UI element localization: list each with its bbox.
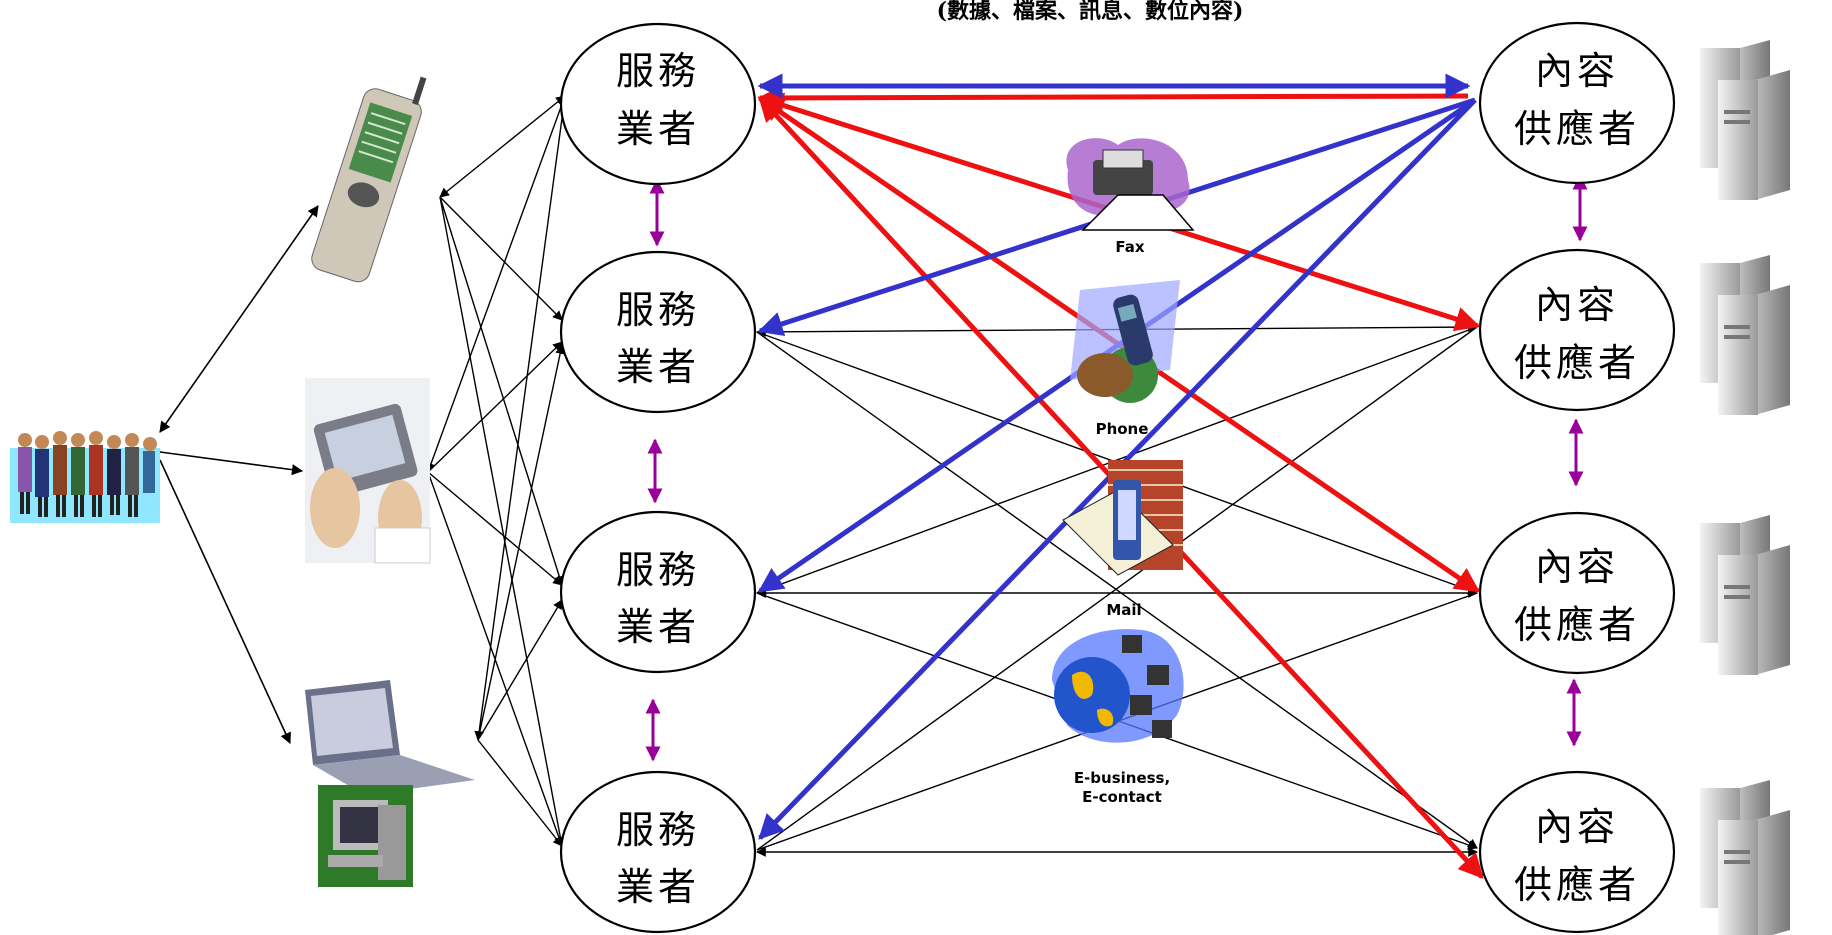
content-provider-label-1a: 內容: [1535, 49, 1619, 93]
desktop-computer-icon: [318, 785, 413, 887]
user-device-links: [159, 205, 319, 745]
content-provider-4: 內容 供應者: [1478, 770, 1676, 934]
pda-handheld-icon: [305, 378, 431, 564]
service-provider-label-2a: 服務: [616, 288, 700, 332]
mail-icon: [1062, 460, 1183, 576]
service-provider-label-4a: 服務: [616, 808, 700, 852]
phone-icon: [1070, 280, 1180, 403]
content-provider-3: 內容 供應者: [1478, 511, 1676, 675]
ebusiness-label: E-business,: [1074, 769, 1170, 787]
service-provider-label-4b: 業者: [616, 865, 700, 909]
service-provider-4: 服務 業者: [559, 770, 757, 934]
service-provider-label-2b: 業者: [616, 345, 700, 389]
content-provider-label-3b: 供應者: [1514, 603, 1640, 647]
server-icon: [1700, 40, 1790, 200]
service-provider-label-3a: 服務: [616, 548, 700, 592]
fax-label: Fax: [1115, 238, 1144, 256]
mail-label: Mail: [1106, 601, 1141, 619]
content-provider-label-4b: 供應者: [1514, 863, 1640, 907]
fax-icon: [1066, 138, 1195, 231]
diagram-title: (數據、檔案、訊息、數位內容): [937, 0, 1244, 24]
phone-label: Phone: [1096, 420, 1149, 438]
econtact-label: E-contact: [1082, 788, 1162, 806]
content-provider-label-2b: 供應者: [1514, 341, 1640, 385]
content-provider-label-4a: 內容: [1535, 805, 1619, 849]
server-icon: [1700, 780, 1790, 935]
mobile-phone-icon: [311, 76, 427, 283]
service-provider-1: 服務 業者: [559, 22, 757, 186]
service-provider-label-1a: 服務: [616, 49, 700, 93]
content-provider-label-1b: 供應者: [1514, 107, 1640, 151]
content-provider-label-3a: 內容: [1535, 545, 1619, 589]
device-provider-links: [426, 95, 569, 847]
people-group-icon: [10, 431, 160, 523]
globe-network-icon: [1052, 629, 1184, 743]
content-provider-1: 內容 供應者: [1478, 21, 1676, 185]
laptop-icon: [305, 680, 475, 795]
content-provider-label-2a: 內容: [1535, 283, 1619, 327]
service-provider-label-3b: 業者: [616, 605, 700, 649]
service-provider-3: 服務 業者: [559, 510, 757, 674]
purple-links: [645, 174, 1588, 762]
server-icon: [1700, 255, 1790, 415]
server-icon: [1700, 515, 1790, 675]
service-provider-2: 服務 業者: [559, 250, 757, 414]
service-provider-label-1b: 業者: [616, 107, 700, 151]
content-provider-2: 內容 供應者: [1478, 248, 1676, 412]
